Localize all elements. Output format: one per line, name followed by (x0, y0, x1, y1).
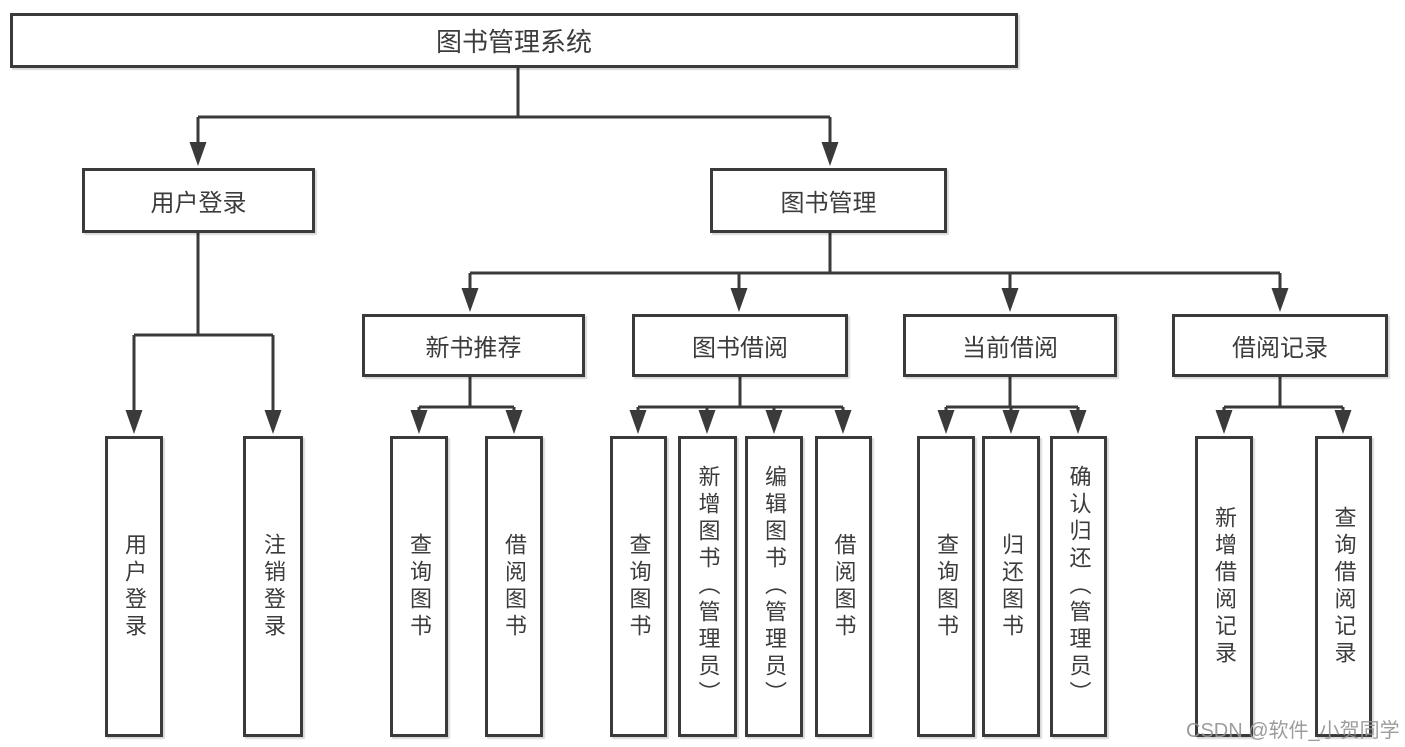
arrowhead-icon (834, 410, 852, 434)
node-borrow-record: 借阅记录 (1172, 314, 1388, 377)
arrowhead-icon (1215, 410, 1233, 434)
node-root: 图书管理系统 (10, 13, 1018, 68)
arrowhead-icon (461, 288, 479, 312)
connector-borrow-record (1215, 375, 1352, 434)
arrowhead-icon (1334, 410, 1352, 434)
node-book-management: 图书管理 (710, 168, 947, 233)
arrowhead-icon (698, 410, 716, 434)
arrowhead-icon (125, 410, 143, 434)
arrowhead-icon (821, 142, 839, 166)
node-leaf-query-books-2: 查询图书 (610, 436, 667, 737)
connector-user-login (125, 233, 282, 434)
connector-root (189, 66, 839, 166)
node-leaf-user-login: 用户登录 (105, 436, 163, 737)
node-leaf-borrow-books-2: 借阅图书 (815, 436, 872, 737)
connector-book-management (461, 233, 1289, 312)
node-leaf-query-books-3: 查询图书 (917, 436, 975, 737)
arrowhead-icon (1001, 288, 1019, 312)
node-book-borrow: 图书借阅 (632, 314, 848, 377)
arrowhead-icon (410, 410, 428, 434)
arrowhead-icon (629, 410, 647, 434)
node-leaf-logout: 注销登录 (243, 436, 303, 737)
arrowhead-icon (1002, 410, 1020, 434)
arrowhead-icon (937, 410, 955, 434)
arrowhead-icon (505, 410, 523, 434)
node-leaf-query-books-1: 查询图书 (390, 436, 448, 737)
node-leaf-add-borrow-record: 新增借阅记录 (1195, 436, 1253, 737)
node-leaf-query-borrow-record: 查询借阅记录 (1315, 436, 1372, 737)
arrowhead-icon (1271, 288, 1289, 312)
arrowhead-icon (264, 410, 282, 434)
csdn-watermark: CSDN @软件_小贺同学 (1186, 720, 1400, 742)
node-leaf-confirm-return-admin: 确认归还（管理员） (1050, 436, 1107, 737)
connector-book-borrow (629, 375, 852, 434)
arrowhead-icon (730, 288, 748, 312)
arrowhead-icon (765, 410, 783, 434)
arrowhead-icon (1069, 410, 1087, 434)
node-user-login: 用户登录 (82, 168, 315, 233)
node-leaf-add-books-admin: 新增图书（管理员） (678, 436, 737, 737)
arrowhead-icon (189, 142, 207, 166)
connector-new-book-recommend (410, 375, 523, 434)
node-leaf-return-books: 归还图书 (982, 436, 1040, 737)
node-leaf-edit-books-admin: 编辑图书（管理员） (745, 436, 803, 737)
connector-current-borrow (937, 375, 1087, 434)
node-new-book-recommend: 新书推荐 (362, 314, 585, 377)
node-current-borrow: 当前借阅 (903, 314, 1117, 377)
node-leaf-borrow-books-1: 借阅图书 (485, 436, 543, 737)
